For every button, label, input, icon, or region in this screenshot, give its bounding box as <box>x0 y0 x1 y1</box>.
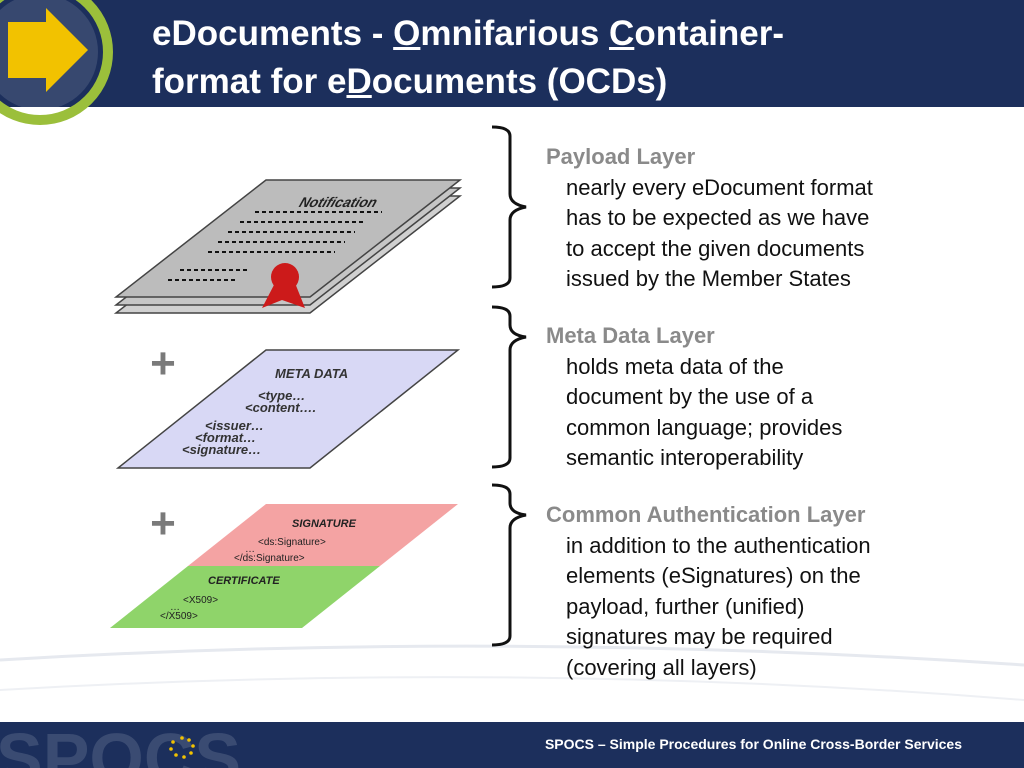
section-line: common language; provides <box>566 414 843 440</box>
signature-label: SIGNATURE <box>292 518 357 530</box>
section-line: issued by the Member States <box>566 266 851 291</box>
certificate-line: … <box>170 602 180 613</box>
section-line: elements (eSignatures) on the <box>566 563 861 588</box>
notification-document-stack: Notification <box>113 179 463 314</box>
signature-line: … <box>245 544 255 555</box>
notification-label: Notification <box>297 195 380 210</box>
section-heading: Meta Data Layer <box>546 323 715 348</box>
certificate-line: <X509> <box>183 595 218 606</box>
header-arrow-icon <box>0 0 113 125</box>
section-line: holds meta data of the <box>566 353 784 379</box>
section-heading: Common Authentication Layer <box>546 502 866 527</box>
meta-line: <format… <box>195 430 256 445</box>
signature-plane: SIGNATURE <ds:Signature> … </ds:Signatur… <box>110 504 458 628</box>
svg-text:SPOCS: SPOCS <box>0 722 241 768</box>
meta-data-layer-section: Meta Data Layer holds meta data of the d… <box>546 321 946 474</box>
signature-line: <ds:Signature> <box>258 537 326 548</box>
brace-icon <box>491 305 527 469</box>
certificate-label: CERTIFICATE <box>208 575 280 587</box>
section-line: signatures may be required <box>566 624 833 649</box>
brace-icon <box>491 125 527 289</box>
plus-sign: + <box>150 339 176 388</box>
section-heading: Payload Layer <box>546 144 696 169</box>
section-line: document by the use of a <box>566 384 814 409</box>
plus-sign: + <box>150 499 176 548</box>
layer-illustration: Notification + META DATA <type… <content… <box>110 179 463 628</box>
footer-bar: SPOCS SPOCS – Simple Procedures for Onli… <box>0 722 1024 768</box>
meta-line: <type… <box>258 388 305 403</box>
section-line: payload, further (unified) <box>566 593 805 619</box>
meta-line: <issuer… <box>205 418 264 433</box>
section-line: to accept the given documents <box>566 235 865 261</box>
section-line: in addition to the authentication <box>566 532 871 558</box>
authentication-layer-section: Common Authentication Layer in addition … <box>546 500 946 683</box>
background-swoosh <box>0 644 1024 701</box>
footer-text: SPOCS – Simple Procedures for Online Cro… <box>544 736 962 752</box>
spocs-logo-icon: SPOCS <box>0 722 241 768</box>
meta-line: <signature… <box>182 442 261 457</box>
section-line: (covering all layers) <box>566 654 757 680</box>
payload-layer-section: Payload Layer nearly every eDocument for… <box>546 142 946 295</box>
header-bar <box>0 0 1024 107</box>
meta-data-plane: META DATA <type… <content…. <issuer… <fo… <box>115 349 461 469</box>
section-line: nearly every eDocument format <box>566 174 873 200</box>
meta-line: <content…. <box>245 400 316 415</box>
page-title: eDocuments - Omnifarious Container-forma… <box>152 14 785 101</box>
section-line: has to be expected as we have <box>566 205 870 230</box>
seal-icon <box>262 263 305 308</box>
brace-icon <box>491 483 527 647</box>
signature-line: </ds:Signature> <box>234 553 305 564</box>
meta-data-label: META DATA <box>275 366 348 381</box>
section-line: semantic interoperability <box>566 445 804 470</box>
certificate-line: </X509> <box>160 611 198 622</box>
